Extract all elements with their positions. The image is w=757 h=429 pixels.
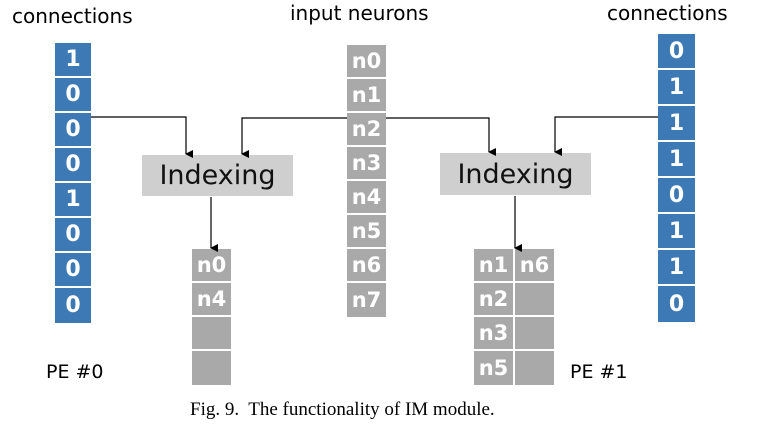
left-connection-cell: 0 xyxy=(55,148,91,183)
input-neurons-column: n0 n1 n2 n3 n4 n5 n6 n7 xyxy=(347,45,386,317)
input-neuron-cell: n5 xyxy=(347,215,386,249)
left-connection-cell: 0 xyxy=(55,78,91,113)
left-connections-label: connections xyxy=(12,4,133,28)
input-neurons-label: input neurons xyxy=(290,1,429,25)
right-connection-cell: 0 xyxy=(658,34,695,70)
pe1-output-cell: n6 xyxy=(515,249,554,283)
left-connection-cell: 0 xyxy=(55,288,91,323)
input-neuron-cell: n7 xyxy=(347,283,386,317)
arrow-right-connections-to-indexing xyxy=(554,116,658,156)
pe0-output-cell: n0 xyxy=(192,249,231,283)
left-connection-cell: 0 xyxy=(55,218,91,253)
left-connection-cell: 1 xyxy=(55,43,91,78)
pe1-output-column-2: n6 xyxy=(515,249,554,385)
pe1-output-cell: n5 xyxy=(474,351,513,385)
pe1-label: PE #1 xyxy=(570,361,628,383)
right-connections-column: 0 1 1 1 0 1 1 0 xyxy=(658,34,695,322)
input-neuron-cell: n0 xyxy=(347,45,386,79)
pe1-output-cell: n1 xyxy=(474,249,513,283)
pe0-output-cell xyxy=(192,351,231,385)
pe0-output-cell xyxy=(192,317,231,351)
input-neuron-cell: n2 xyxy=(347,113,386,147)
input-neuron-cell: n3 xyxy=(347,147,386,181)
figure-caption: Fig. 9. The functionality of IM module. xyxy=(190,399,495,420)
arrow-neurons-to-left-indexing xyxy=(241,117,347,158)
arrow-left-connections-to-indexing xyxy=(91,116,193,158)
left-connection-cell: 0 xyxy=(55,113,91,148)
pe1-output-cell: n2 xyxy=(474,283,513,317)
indexing-box-right: Indexing xyxy=(440,153,591,195)
right-connection-cell: 0 xyxy=(658,178,695,214)
right-connection-cell: 1 xyxy=(658,250,695,286)
right-connection-cell: 1 xyxy=(658,70,695,106)
right-connections-label: connections xyxy=(607,1,728,25)
pe1-output-cell xyxy=(515,283,554,317)
right-connection-cell: 1 xyxy=(658,214,695,250)
pe1-output-column-1: n1 n2 n3 n5 xyxy=(474,249,513,385)
left-connections-column: 1 0 0 0 1 0 0 0 xyxy=(55,43,91,323)
pe0-output-cell: n4 xyxy=(192,283,231,317)
pe1-output-cell: n3 xyxy=(474,317,513,351)
left-connection-cell: 0 xyxy=(55,253,91,288)
input-neuron-cell: n6 xyxy=(347,249,386,283)
pe0-output-column: n0 n4 xyxy=(192,249,231,385)
left-connection-cell: 1 xyxy=(55,183,91,218)
pe0-label: PE #0 xyxy=(46,361,104,383)
arrow-neurons-to-right-indexing xyxy=(386,117,496,156)
right-connection-cell: 0 xyxy=(658,286,695,322)
pe1-output-cell xyxy=(515,351,554,385)
right-connection-cell: 1 xyxy=(658,142,695,178)
right-connection-cell: 1 xyxy=(658,106,695,142)
pe1-output-cell xyxy=(515,317,554,351)
input-neuron-cell: n4 xyxy=(347,181,386,215)
indexing-box-left: Indexing xyxy=(142,155,293,196)
input-neuron-cell: n1 xyxy=(347,79,386,113)
